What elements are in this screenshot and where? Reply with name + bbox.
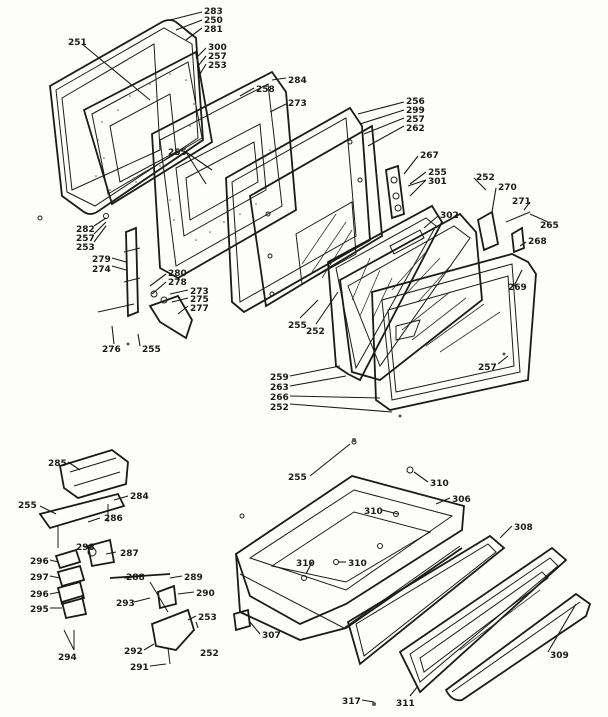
- callout: 309: [550, 651, 569, 661]
- door-glass-panel: [327, 204, 444, 382]
- drawer-clip: [233, 608, 251, 632]
- callout: 299: [406, 106, 425, 116]
- callout: 257: [76, 234, 95, 244]
- callout: 255: [288, 321, 307, 331]
- callout: 296: [30, 557, 49, 567]
- callout: 253: [208, 61, 227, 71]
- callout: 253: [76, 243, 95, 253]
- door-frame-trim: [371, 253, 537, 411]
- drawer-front-panel: [346, 534, 506, 666]
- callout: 257: [478, 363, 497, 373]
- small-hardware: [37, 164, 531, 254]
- door-inner-panel: [225, 106, 383, 314]
- drawer-handle: [444, 592, 592, 702]
- callout: 255: [168, 148, 187, 158]
- door-insulation-panel: [82, 50, 213, 206]
- outer-door-gasket: [49, 19, 204, 215]
- callout: 266: [270, 393, 289, 403]
- callout: 278: [168, 278, 187, 288]
- callout: 310: [296, 559, 315, 569]
- callout: 252: [270, 403, 289, 413]
- hinge-brackets: [97, 226, 193, 340]
- callout: 288: [126, 573, 145, 583]
- lower-left-hardware: [38, 449, 196, 665]
- callout-labels: 283 250 281 251 300 257 253 258 284 273 …: [18, 7, 569, 709]
- callout: 259: [270, 373, 289, 383]
- callout: 282: [76, 225, 95, 235]
- callout: 252: [476, 173, 495, 183]
- callout: 295: [30, 605, 49, 615]
- callout: 265: [540, 221, 559, 231]
- callout: 274: [92, 265, 111, 275]
- callout: 317: [342, 697, 361, 707]
- callout: 294: [58, 653, 77, 663]
- callout: 273: [190, 287, 209, 297]
- callout: 287: [120, 549, 139, 559]
- callout: 283: [204, 7, 223, 17]
- callout: 255: [288, 473, 307, 483]
- callout: 275: [190, 295, 209, 305]
- callout: 306: [452, 495, 471, 505]
- inner-door-liner: [151, 70, 297, 280]
- callout: 292: [124, 647, 143, 657]
- callout: 310: [364, 507, 383, 517]
- callout: 268: [528, 237, 547, 247]
- callout: 270: [498, 183, 517, 193]
- callout: 267: [420, 151, 439, 161]
- callout: 293: [116, 599, 135, 609]
- callout: 257: [406, 115, 425, 125]
- callout: 285: [48, 459, 67, 469]
- callout: 255: [18, 501, 37, 511]
- callout: 271: [512, 197, 531, 207]
- callout: 308: [514, 523, 533, 533]
- callout: 276: [102, 345, 121, 355]
- callout: 279: [92, 255, 111, 265]
- callout: 296: [30, 590, 49, 600]
- outer-door-panel: [339, 212, 483, 381]
- callout: 256: [406, 97, 425, 107]
- callout: 252: [200, 649, 219, 659]
- callout: 291: [130, 663, 149, 673]
- callout: 286: [104, 514, 123, 524]
- callout: 307: [262, 631, 281, 641]
- storage-drawer: [234, 439, 465, 641]
- callout: 252: [306, 327, 325, 337]
- callout: 281: [204, 25, 223, 35]
- leader-lines: [39, 11, 577, 703]
- callout: 255: [142, 345, 161, 355]
- callout: 251: [68, 38, 87, 48]
- callout: 284: [130, 492, 149, 502]
- callout: 280: [168, 269, 187, 279]
- fastener-dots: [126, 342, 506, 706]
- callout: 263: [270, 383, 289, 393]
- callout: 284: [288, 76, 307, 86]
- callout: 311: [396, 699, 415, 709]
- callout: 269: [508, 283, 527, 293]
- callout: 310: [430, 479, 449, 489]
- callout: 253: [198, 613, 217, 623]
- callout: 290: [196, 589, 215, 599]
- callout: 255: [428, 168, 447, 178]
- drawer-outer-frame: [398, 546, 568, 694]
- callout: 258: [256, 85, 275, 95]
- callout: 277: [190, 304, 209, 314]
- callout: 310: [348, 559, 367, 569]
- callout: 301: [428, 177, 447, 187]
- callout: 297: [30, 573, 49, 583]
- callout: 273: [288, 99, 307, 109]
- callout: 289: [184, 573, 203, 583]
- callout: 298: [76, 543, 95, 553]
- callout: 262: [406, 124, 425, 134]
- callout: 257: [208, 52, 227, 62]
- callout: 250: [204, 16, 223, 26]
- callout: 300: [208, 43, 227, 53]
- callout: 302: [440, 211, 459, 221]
